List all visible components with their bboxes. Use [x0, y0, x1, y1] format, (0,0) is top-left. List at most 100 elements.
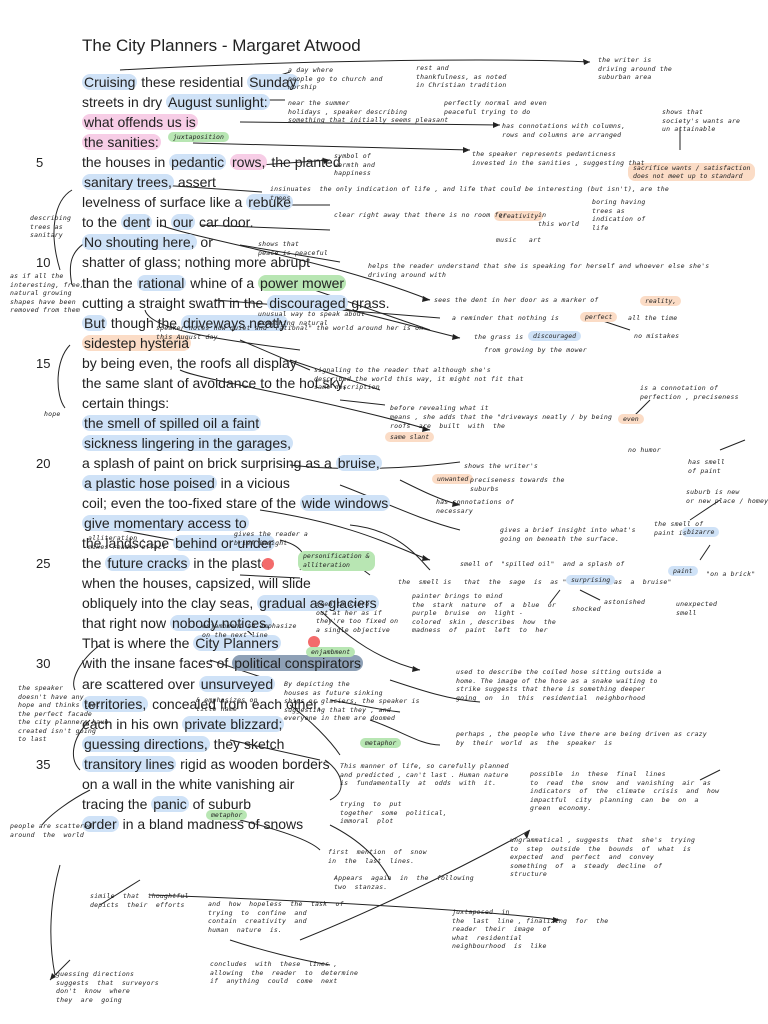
line-number: 5: [36, 155, 44, 171]
margin-note: music art: [496, 236, 542, 244]
red-dot-marker: [308, 636, 320, 648]
highlighted-phrase: panic: [151, 795, 189, 812]
margin-note: simile that thoughtful depicts their eff…: [90, 892, 189, 909]
poem-line: sidestep hysteria: [82, 334, 192, 351]
line-text: that right now: [82, 615, 170, 632]
poem-line: That is where the City Planners: [82, 635, 281, 652]
poem-line: certain things:: [82, 395, 169, 411]
margin-note: a reminder that nothing is: [452, 314, 559, 322]
line-text: concealed from each other,: [148, 695, 322, 712]
highlighted-phrase: territories,: [82, 695, 149, 712]
highlighted-phrase: unsurveyed: [198, 675, 276, 692]
line-text: with the insane faces of: [82, 655, 233, 672]
poem-line: coil; even the too-fixed stare of the wi…: [82, 495, 391, 512]
poem-line: order in a bland madness of snows: [82, 815, 303, 832]
margin-note: as a bruise": [614, 578, 672, 586]
poem-line: with the insane faces of political consp…: [82, 655, 364, 672]
line-text: in: [152, 214, 171, 231]
poem-line: No shouting here, or: [82, 234, 213, 251]
margin-note: is a connotation of perfection , precise…: [640, 384, 739, 401]
line-text: tracing the: [82, 795, 152, 812]
highlighted-phrase: dent: [120, 214, 153, 231]
highlighted-phrase: discouraged: [267, 294, 348, 311]
margin-note: no mistakes: [634, 332, 680, 340]
margin-note: alliteration , mixes reader effect: [88, 534, 167, 551]
line-text: coil; even the too-fixed stare of the: [82, 495, 300, 512]
margin-note: astonished: [604, 598, 646, 606]
highlighted-phrase: power mower: [258, 274, 347, 291]
highlighted-phrase: what offends us is: [82, 114, 198, 131]
highlighted-phrase: the smell of spilled oil a faint: [82, 414, 262, 431]
margin-note: perhaps , the people who live there are …: [456, 730, 707, 747]
margin-note: suburb is new or new place / homey: [686, 488, 768, 505]
annotation-tag: same slant: [385, 432, 435, 442]
highlighted-phrase: our: [170, 214, 196, 231]
poem-line: the same slant of avoidance to the hot s…: [82, 375, 346, 391]
line-text: the landscape: [82, 535, 174, 552]
poem-line: a plastic hose poised in a vicious: [82, 475, 290, 491]
highlighted-phrase: the sanities:: [82, 134, 161, 151]
line-text: car door.: [195, 214, 254, 231]
line-text: each in his own: [82, 715, 183, 732]
margin-note: the smell is that the sage is as ": [398, 578, 567, 586]
line-text: the planted: [267, 154, 341, 171]
line-text: streets in dry: [82, 94, 167, 111]
line-number: 25: [36, 556, 51, 572]
line-text: whine of a: [186, 274, 259, 291]
poem-line: sickness lingering in the garages,: [82, 434, 294, 451]
line-text: though the: [107, 314, 181, 331]
poem-line: obliquely into the clay seas, gradual as…: [82, 595, 379, 612]
margin-note: unexpected smell: [676, 600, 718, 617]
margin-note: gives the reader a brief insight: [234, 530, 309, 547]
annotation-tag: creativity: [494, 211, 544, 221]
highlighted-phrase: give momentary access to: [82, 515, 249, 532]
poem-line: But though the driveways neatly: [82, 314, 289, 331]
margin-note: sees the dent in her door as a marker of: [434, 296, 599, 304]
margin-note: speaker notes how quiet and "rational" t…: [156, 324, 424, 341]
highlighted-phrase: transitory lines: [82, 755, 177, 772]
poem-line: the future cracks in the plaster: [82, 555, 274, 572]
poem-line: each in his own private blizzard;: [82, 715, 285, 732]
highlighted-phrase: August sunlight:: [166, 94, 270, 111]
margin-note: all the time: [628, 314, 678, 322]
line-text: assert: [173, 174, 216, 191]
margin-note: shows the writer's: [464, 462, 539, 470]
highlighted-phrase: driveways neatly: [180, 314, 289, 331]
margin-note: the smell of paint is: [654, 520, 704, 537]
line-number: 20: [36, 455, 51, 471]
margin-note: before revealing what it means , she add…: [390, 404, 613, 421]
poem-line: give momentary access to: [82, 515, 249, 532]
margin-note: This manner of life, so carefully planne…: [340, 762, 509, 787]
poem-line: the houses in pedantic rows, the planted: [82, 154, 341, 171]
poem-line: shatter of glass; nothing more abrupt: [82, 254, 310, 270]
margin-note: describing trees as sanitary: [30, 214, 72, 239]
highlighted-phrase: wide windows: [299, 495, 391, 512]
poem-line: on a wall in the white vanishing air: [82, 776, 294, 792]
poem-line: transitory lines rigid as wooden borders: [82, 755, 330, 772]
poem-line: the landscape behind or under: [82, 535, 276, 552]
margin-note: the speaker doesn't have any hope and th…: [18, 684, 109, 743]
margin-note: shows that peace is peaceful: [258, 240, 328, 257]
red-dot-marker: [262, 558, 274, 570]
margin-note: seem to stare out at her as if they're t…: [316, 600, 399, 634]
highlighted-phrase: City Planners: [193, 635, 281, 652]
highlighted-phrase: No shouting here,: [82, 234, 197, 251]
annotation-tag: surprising: [566, 575, 616, 585]
line-text: rigid as wooden borders: [176, 755, 330, 772]
margin-note: in this world: [538, 211, 580, 228]
margin-note: roofs are built with the: [390, 422, 506, 430]
line-text: than the: [82, 274, 137, 291]
poem-line: tracing the panic of suburb: [82, 795, 251, 812]
poem-line: what offends us is: [82, 114, 198, 131]
line-text: in a vicious: [216, 475, 290, 491]
margin-note: insinuates the only indication of life ,…: [270, 185, 669, 202]
poem-line: are scattered over unsurveyed: [82, 675, 276, 692]
margin-note: first mention of snow in the last lines.: [328, 848, 427, 865]
poem-line: cutting a straight swath in the discoura…: [82, 294, 390, 311]
annotation-tag: metaphor: [360, 738, 402, 748]
line-text: obliquely into the clay seas,: [82, 595, 258, 612]
poem-line: streets in dry August sunlight:: [82, 94, 270, 111]
margin-note: used to describe the coiled hose sitting…: [456, 668, 662, 702]
annotation-tag: personification & alliteration: [298, 551, 375, 571]
